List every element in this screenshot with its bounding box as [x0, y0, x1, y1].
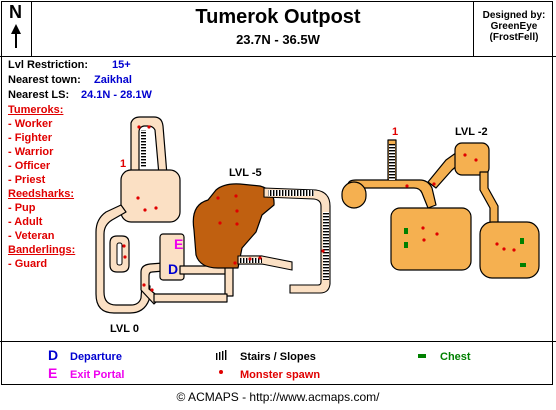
- map-coordinates: 23.7N - 36.5W: [236, 32, 320, 47]
- legend-exit-label: Exit Portal: [70, 369, 125, 381]
- monster-spawn-markers: [122, 125, 516, 292]
- monster-item: - Warrior: [8, 146, 54, 158]
- header-divider: [0, 56, 556, 57]
- credits-divider: [473, 2, 474, 56]
- spawn-icon: [258, 256, 262, 260]
- monster-group-title: Reedsharks:: [8, 188, 75, 200]
- chest-icon: [404, 242, 408, 248]
- page-title: Tumerok Outpost: [195, 6, 361, 28]
- monster-group-title: Banderlings:: [8, 244, 76, 256]
- portal-marker-1: 1: [392, 126, 399, 138]
- legend-stairs-label: Stairs / Slopes: [240, 351, 316, 363]
- lvl-restriction-value: 15+: [112, 59, 131, 71]
- monster-item: - Priest: [8, 174, 46, 186]
- legend-chest-label: Chest: [440, 351, 471, 363]
- spawn-icon: [405, 184, 409, 188]
- designer-server: (FrostFell): [489, 32, 539, 43]
- spawn-icon: [234, 194, 238, 198]
- designer-name: GreenEye: [490, 21, 538, 32]
- monster-item: - Worker: [8, 118, 53, 130]
- monster-item: - Guard: [8, 258, 48, 270]
- monster-item: - Veteran: [8, 230, 55, 242]
- level-minus2-area: [341, 139, 540, 279]
- spawn-icon: [216, 196, 220, 200]
- spawn-icon: [233, 261, 237, 265]
- monster-item: - Officer: [8, 160, 51, 172]
- chest-icon: [404, 228, 408, 234]
- monster-item: - Pup: [8, 202, 36, 214]
- portal-marker-1: 1: [120, 158, 127, 170]
- spawn-icon: [502, 247, 506, 251]
- legend-spawn-label: Monster spawn: [240, 369, 321, 381]
- spawn-icon: [147, 125, 151, 129]
- spawn-icon: [235, 222, 239, 226]
- legend-departure-label: Departure: [70, 351, 122, 363]
- copyright-footer: © ACMAPS - http://www.acmaps.com/: [176, 390, 380, 404]
- legend-divider: [0, 341, 556, 342]
- spawn-icon: [422, 238, 426, 242]
- spawn-icon: [154, 206, 158, 210]
- chest-markers: [404, 228, 526, 267]
- monster-group-title: Tumeroks:: [8, 104, 64, 116]
- spawn-icon: [321, 249, 325, 253]
- departure-marker: D: [168, 261, 179, 277]
- designed-by-label: Designed by:: [482, 10, 546, 21]
- level-label-minus2: LVL -2: [455, 126, 488, 138]
- stairs-area: [389, 144, 395, 180]
- spawn-icon: [142, 283, 146, 287]
- spawn-icon: [235, 209, 239, 213]
- spawn-icon: [137, 125, 141, 129]
- nearest-ls-label: Nearest LS:: [8, 89, 70, 101]
- spawn-icon: [474, 158, 478, 162]
- nearest-ls-value: 24.1N - 28.1W: [81, 89, 152, 101]
- spawn-icon: [218, 221, 222, 225]
- lvl-restriction-label: Lvl Restriction:: [8, 59, 89, 71]
- north-label: N: [9, 2, 22, 22]
- legend-departure-icon: D: [48, 347, 59, 363]
- level-minus5-area: [192, 183, 275, 269]
- chest-icon: [520, 238, 524, 244]
- spawn-icon: [136, 196, 140, 200]
- spawn-icon: [248, 257, 252, 261]
- spawn-icon: [512, 248, 516, 252]
- spawn-icon: [123, 255, 127, 259]
- exit-portal-marker: E: [174, 236, 184, 252]
- level-label-0: LVL 0: [110, 323, 139, 335]
- spawn-icon: [150, 288, 154, 292]
- spawn-icon: [421, 226, 425, 230]
- compass-divider: [31, 2, 32, 56]
- chest-icon: [520, 263, 526, 267]
- level-label-minus5: LVL -5: [229, 167, 262, 179]
- monster-item: - Fighter: [8, 132, 52, 144]
- spawn-icon: [432, 182, 436, 186]
- monster-item: - Adult: [8, 216, 43, 228]
- nearest-town-value: Zaikhal: [94, 74, 132, 86]
- spawn-icon: [435, 232, 439, 236]
- spawn-icon: [463, 153, 467, 157]
- nearest-town-label: Nearest town:: [8, 74, 81, 86]
- spawn-icon: [122, 244, 126, 248]
- spawn-icon: [495, 242, 499, 246]
- legend-exit-icon: E: [48, 365, 58, 381]
- spawn-icon: [143, 208, 147, 212]
